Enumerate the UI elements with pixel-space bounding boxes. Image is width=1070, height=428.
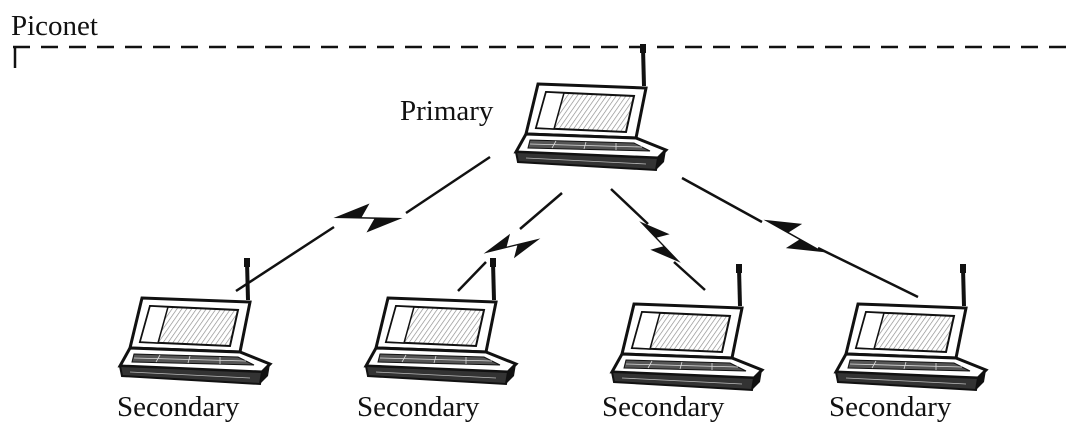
lightning-bolt-icon	[332, 198, 404, 238]
secondary-laptop-icon-1	[364, 256, 518, 386]
link-1	[457, 192, 563, 292]
secondary-laptop-icon-3	[834, 262, 988, 392]
secondary-label: Secondary	[602, 391, 725, 423]
primary-laptop-icon	[514, 42, 668, 172]
link-3	[681, 176, 919, 299]
lightning-bolt-icon	[629, 215, 691, 269]
piconet-title: Piconet	[11, 10, 98, 42]
primary-label: Primary	[400, 95, 494, 127]
link-2	[610, 188, 706, 291]
lightning-bolt-icon	[757, 212, 831, 260]
secondary-label: Secondary	[117, 391, 240, 423]
link-0	[235, 155, 491, 293]
secondary-laptop-icon-0	[118, 256, 272, 386]
secondary-laptop-icon-2	[610, 262, 764, 392]
secondary-label: Secondary	[357, 391, 480, 423]
piconet-boundary	[13, 45, 1070, 68]
secondary-label: Secondary	[829, 391, 952, 423]
